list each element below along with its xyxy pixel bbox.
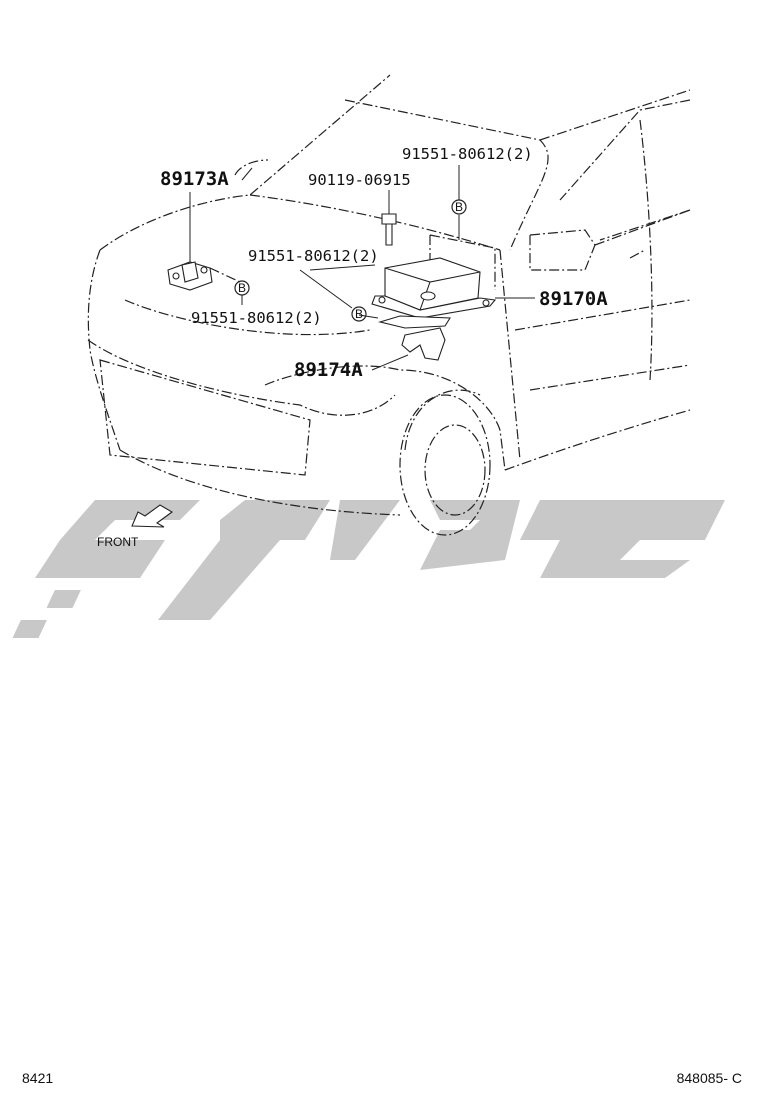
svg-text:B: B (455, 200, 463, 214)
part-89173A (167, 261, 241, 291)
label-89173A: 89173A (160, 168, 229, 190)
footer-right-code: 848085- C (676, 1070, 742, 1086)
b-marker-left: B (234, 280, 250, 296)
front-label: FRONT (97, 535, 139, 549)
b-marker-mid: B (351, 306, 367, 322)
svg-text:B: B (355, 307, 363, 321)
label-89174A: 89174A (294, 359, 363, 381)
part-89170A (371, 257, 497, 319)
b-marker-top: B (451, 199, 467, 215)
label-90119-06915: 90119-06915 (308, 171, 411, 189)
label-91551-left: 91551-80612(2) (191, 309, 322, 327)
part-89174A (377, 315, 451, 361)
bolt-90119-06915 (381, 213, 397, 246)
watermark-logo (12, 500, 725, 638)
svg-text:B: B (238, 281, 246, 295)
front-arrow-icon (131, 504, 174, 528)
footer-left-code: 8421 (22, 1070, 54, 1086)
vehicle-outline (87, 74, 691, 536)
leader-lines (189, 165, 535, 371)
label-91551-mid: 91551-80612(2) (248, 247, 379, 265)
label-91551-top: 91551-80612(2) (402, 145, 533, 163)
label-89170A: 89170A (539, 288, 608, 310)
